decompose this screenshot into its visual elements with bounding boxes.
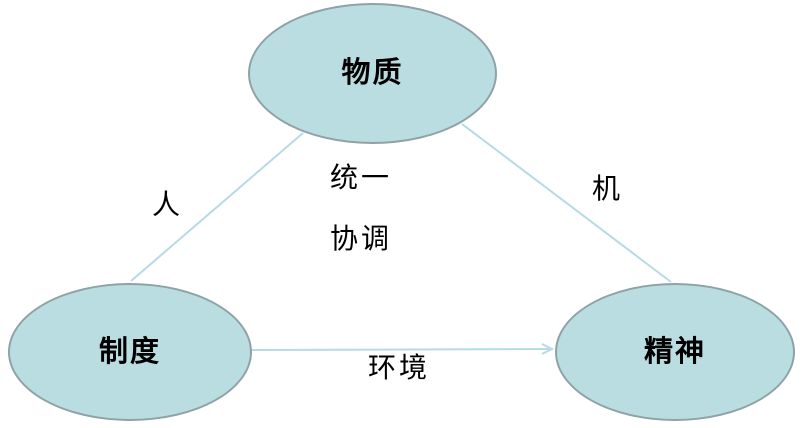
edge-arrow-bottom (251, 343, 555, 355)
edge-line-left (130, 132, 304, 282)
edge-label-machine: 机 (592, 174, 624, 205)
node-material-label: 物质 (341, 57, 404, 89)
edge-line-right (461, 123, 672, 283)
node-spirit: 精神 (555, 283, 795, 421)
center-label-coordination: 协调 (330, 224, 393, 255)
node-institution-label: 制度 (98, 335, 161, 368)
node-material: 物质 (248, 3, 497, 144)
center-label-unity: 统一 (330, 163, 393, 194)
node-institution: 制度 (8, 283, 252, 421)
edge-label-environment: 环境 (368, 353, 431, 384)
node-spirit-label: 精神 (643, 335, 706, 368)
edge-label-person: 人 (152, 190, 184, 221)
